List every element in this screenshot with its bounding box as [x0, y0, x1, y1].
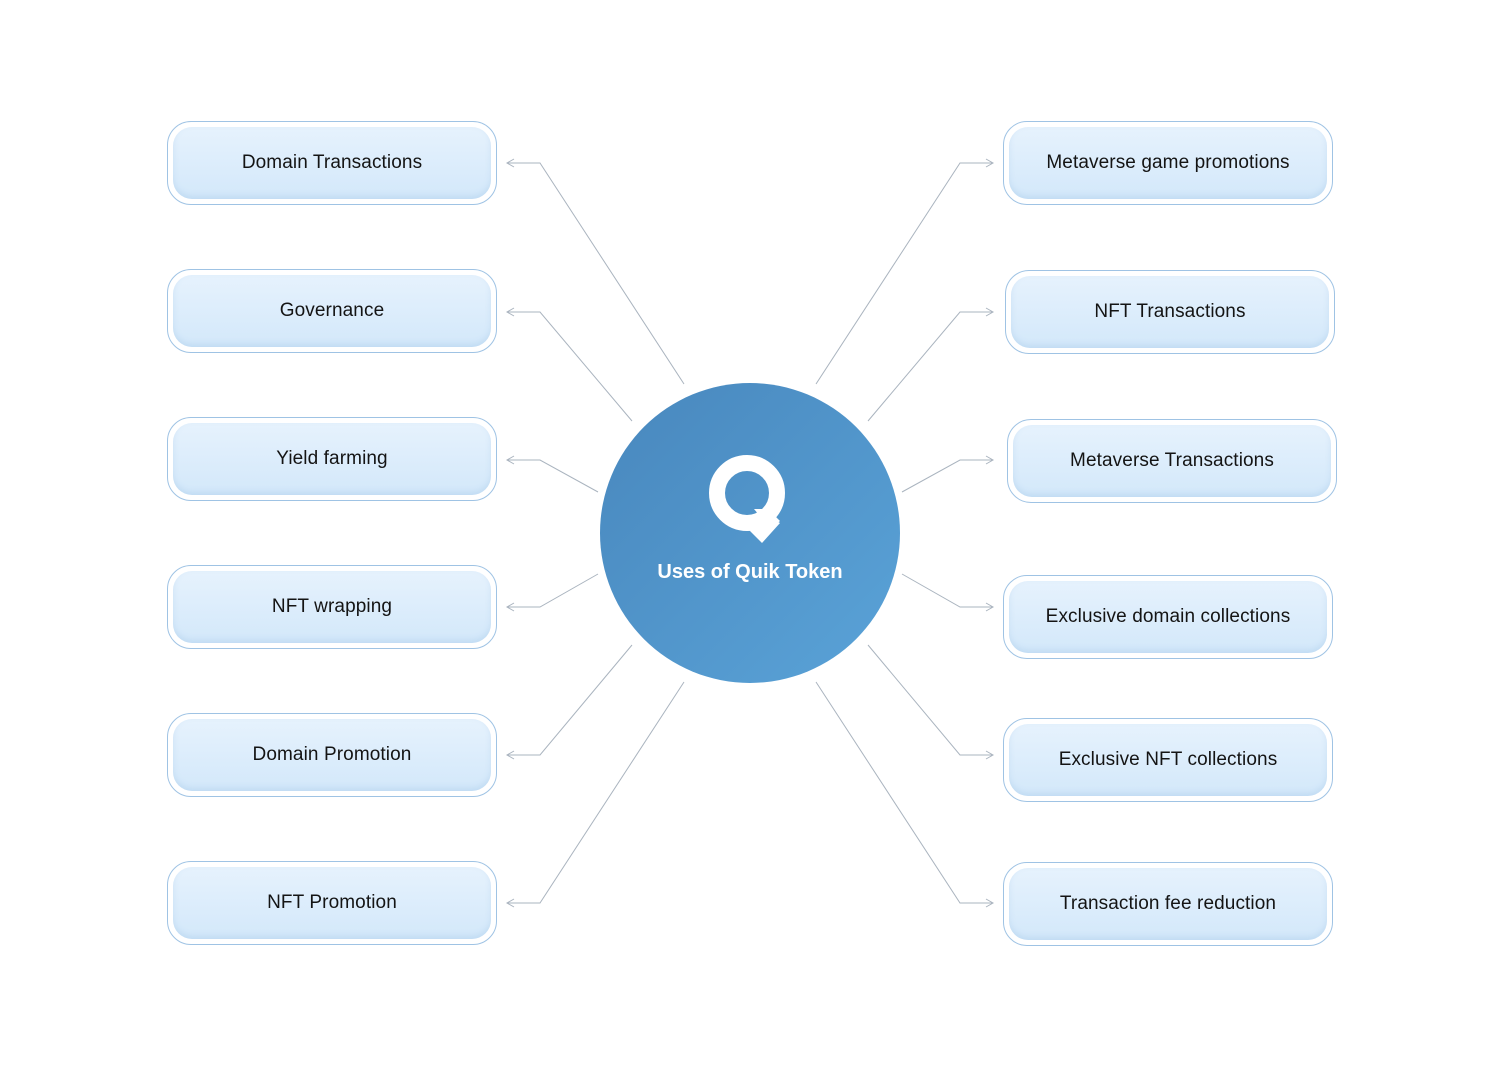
quik-q-logo-icon	[709, 455, 785, 543]
connector-right-6	[815, 681, 995, 908]
node-label: Exclusive domain collections	[1009, 581, 1327, 653]
node-right-3: Metaverse Transactions	[1007, 419, 1337, 503]
node-label: Domain Promotion	[173, 719, 491, 791]
node-label: Exclusive NFT collections	[1009, 724, 1327, 796]
node-left-2: Governance	[167, 269, 497, 353]
node-right-6: Transaction fee reduction	[1003, 862, 1333, 946]
node-right-5: Exclusive NFT collections	[1003, 718, 1333, 802]
connector-left-5	[505, 644, 633, 760]
connector-left-1	[505, 158, 685, 385]
node-right-1: Metaverse game promotions	[1003, 121, 1333, 205]
hub-title: Uses of Quik Token	[657, 561, 843, 583]
node-label: Metaverse Transactions	[1013, 425, 1331, 497]
node-label: Transaction fee reduction	[1009, 868, 1327, 940]
node-label: NFT wrapping	[173, 571, 491, 643]
node-left-4: NFT wrapping	[167, 565, 497, 649]
node-label: Governance	[173, 275, 491, 347]
node-label: NFT Transactions	[1011, 276, 1329, 348]
node-left-3: Yield farming	[167, 417, 497, 501]
node-label: Yield farming	[173, 423, 491, 495]
connector-left-3	[505, 455, 599, 493]
node-label: Metaverse game promotions	[1009, 127, 1327, 199]
connector-right-2	[867, 307, 995, 422]
connector-right-5	[867, 644, 995, 760]
node-left-5: Domain Promotion	[167, 713, 497, 797]
node-label: NFT Promotion	[173, 867, 491, 939]
connector-right-3	[901, 455, 995, 493]
connector-left-4	[505, 573, 599, 612]
node-right-4: Exclusive domain collections	[1003, 575, 1333, 659]
node-right-2: NFT Transactions	[1005, 270, 1335, 354]
node-label: Domain Transactions	[173, 127, 491, 199]
connector-right-1	[815, 158, 995, 385]
central-hub: Uses of Quik Token	[600, 383, 900, 683]
node-left-6: NFT Promotion	[167, 861, 497, 945]
connector-right-4	[901, 573, 995, 612]
connector-left-6	[505, 681, 685, 908]
connector-left-2	[505, 307, 633, 422]
node-left-1: Domain Transactions	[167, 121, 497, 205]
